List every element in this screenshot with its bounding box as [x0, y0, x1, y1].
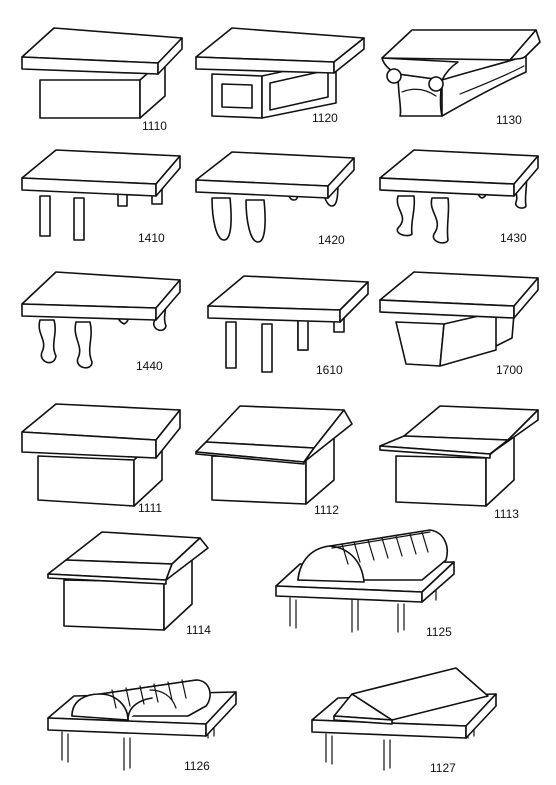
base-1126: 1126	[47, 679, 237, 773]
base-1410: 1410	[21, 149, 181, 245]
base-1130: 1130	[381, 29, 541, 127]
base-1610: 1610	[207, 275, 369, 377]
base-1700: 1700	[379, 271, 539, 377]
base-1420: 1420	[195, 151, 355, 247]
label-1430: 1430	[500, 231, 527, 245]
label-1440: 1440	[136, 359, 163, 373]
base-1127: 1127	[311, 667, 497, 775]
label-1113: 1113	[494, 507, 519, 521]
label-1112: 1112	[314, 503, 339, 517]
base-1125: 1125	[275, 529, 455, 639]
label-1111: 1111	[138, 501, 162, 515]
base-1113: 1113	[379, 405, 539, 521]
base-1120: 1120	[195, 27, 365, 125]
label-1126: 1126	[184, 759, 210, 773]
label-1410: 1410	[138, 231, 165, 245]
base-1112: 1112	[195, 405, 353, 517]
label-1114: 1114	[186, 623, 211, 637]
base-1110: 1110	[21, 27, 183, 133]
base-1430: 1430	[379, 149, 539, 245]
base-1114: 1114	[47, 531, 211, 637]
label-1610: 1610	[316, 363, 343, 377]
base-1111: 1111	[21, 403, 181, 515]
label-1125: 1125	[426, 625, 452, 639]
label-1110: 1110	[142, 119, 167, 133]
label-1120: 1120	[312, 111, 338, 125]
label-1420: 1420	[318, 233, 345, 247]
label-1127: 1127	[430, 761, 456, 775]
base-1440: 1440	[21, 271, 181, 373]
label-1700: 1700	[496, 363, 523, 377]
label-1130: 1130	[496, 113, 522, 127]
